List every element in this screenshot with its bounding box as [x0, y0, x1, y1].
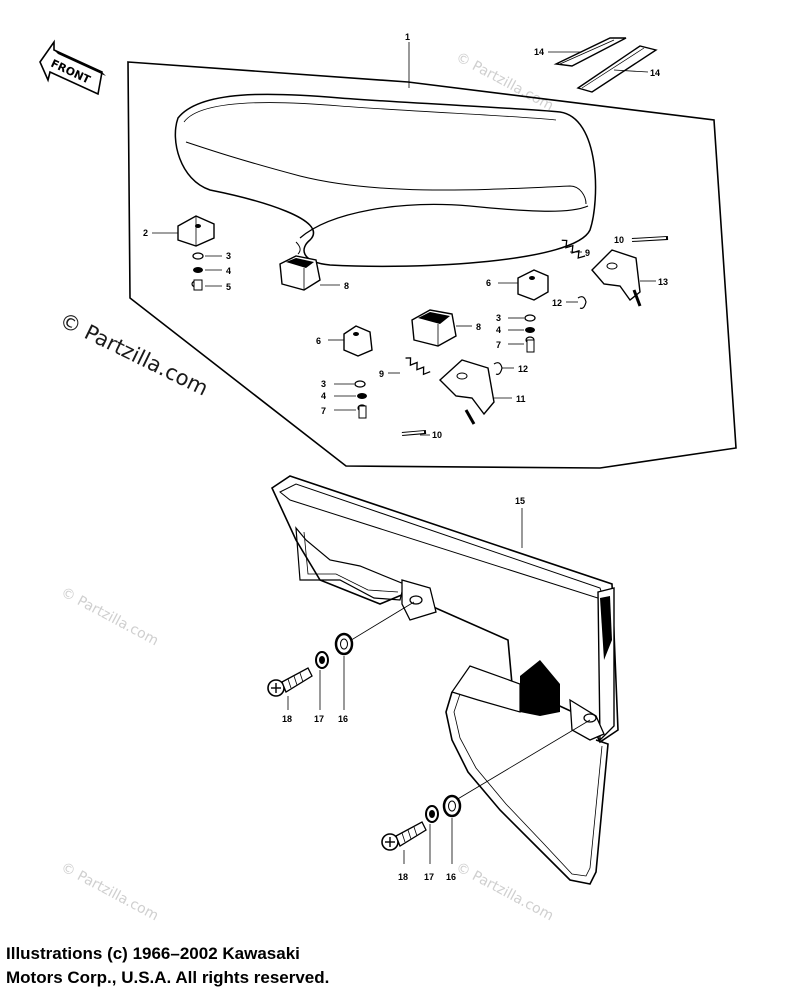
label-14: 14	[650, 68, 660, 78]
label-2: 2	[143, 228, 148, 238]
label-5: 5	[226, 282, 231, 292]
watermark-main: © Partzilla.com	[56, 308, 212, 401]
label-14: 14	[534, 47, 544, 57]
strap	[553, 37, 627, 67]
label-12: 12	[518, 364, 528, 374]
washer	[357, 393, 367, 399]
label-10: 10	[614, 235, 624, 245]
label-8: 8	[344, 281, 349, 291]
collar	[315, 651, 329, 669]
label-16: 16	[338, 714, 348, 724]
label-7: 7	[496, 340, 501, 350]
seat-assembly-outline	[127, 61, 737, 469]
label-6: 6	[486, 278, 491, 288]
label-17: 17	[424, 872, 434, 882]
spring	[405, 357, 431, 376]
front-arrow: FRONT	[39, 39, 106, 96]
copyright-notice: Illustrations (c) 1966–2002 Kawasaki Mot…	[6, 942, 526, 990]
label-9: 9	[379, 369, 384, 379]
rubber-damper	[411, 309, 457, 347]
label-1: 1	[405, 32, 410, 42]
label-10: 10	[432, 430, 442, 440]
spring	[561, 239, 586, 259]
grommet	[442, 794, 462, 818]
label-18: 18	[398, 872, 408, 882]
leader-line	[613, 69, 649, 73]
clip	[493, 362, 503, 375]
label-16: 16	[446, 872, 456, 882]
seat-bracket	[177, 215, 215, 247]
washer	[192, 252, 204, 260]
label-7: 7	[321, 406, 326, 416]
screw	[381, 821, 427, 851]
side-cover	[270, 475, 619, 885]
bolt	[357, 404, 367, 419]
label-3: 3	[496, 313, 501, 323]
collar	[425, 805, 439, 823]
watermark-faint: © Partzilla.com	[58, 584, 161, 649]
label-4: 4	[226, 266, 231, 276]
seat-bracket	[517, 269, 549, 301]
label-9: 9	[585, 248, 590, 258]
screw	[267, 667, 313, 697]
clip	[577, 296, 587, 309]
pin	[401, 430, 427, 436]
label-12: 12	[552, 298, 562, 308]
grommet	[334, 632, 354, 656]
bolt	[525, 336, 535, 353]
copyright-line: Illustrations (c) 1966–2002 Kawasaki	[6, 944, 300, 963]
watermark-faint: © Partzilla.com	[453, 859, 556, 924]
label-18: 18	[282, 714, 292, 724]
label-3: 3	[226, 251, 231, 261]
washer	[193, 267, 203, 273]
label-11: 11	[516, 394, 526, 404]
label-17: 17	[314, 714, 324, 724]
watermark-faint: © Partzilla.com	[58, 859, 161, 924]
label-6: 6	[316, 336, 321, 346]
washer	[525, 327, 535, 333]
label-13: 13	[658, 277, 668, 287]
seat-hook	[591, 249, 642, 307]
washer	[524, 314, 536, 322]
pin	[631, 236, 669, 242]
seat-bracket	[343, 325, 373, 357]
rubber-damper	[279, 255, 321, 291]
label-15: 15	[515, 496, 525, 506]
label-8: 8	[476, 322, 481, 332]
seat-hook	[438, 359, 495, 425]
strap	[576, 45, 658, 93]
bolt	[191, 279, 203, 291]
label-3: 3	[321, 379, 326, 389]
copyright-line: Motors Corp., U.S.A. All rights reserved…	[6, 968, 330, 987]
seat	[174, 93, 597, 268]
label-4: 4	[321, 391, 326, 401]
label-4: 4	[496, 325, 501, 335]
washer	[354, 380, 366, 388]
watermark-faint: © Partzilla.com	[453, 49, 556, 114]
